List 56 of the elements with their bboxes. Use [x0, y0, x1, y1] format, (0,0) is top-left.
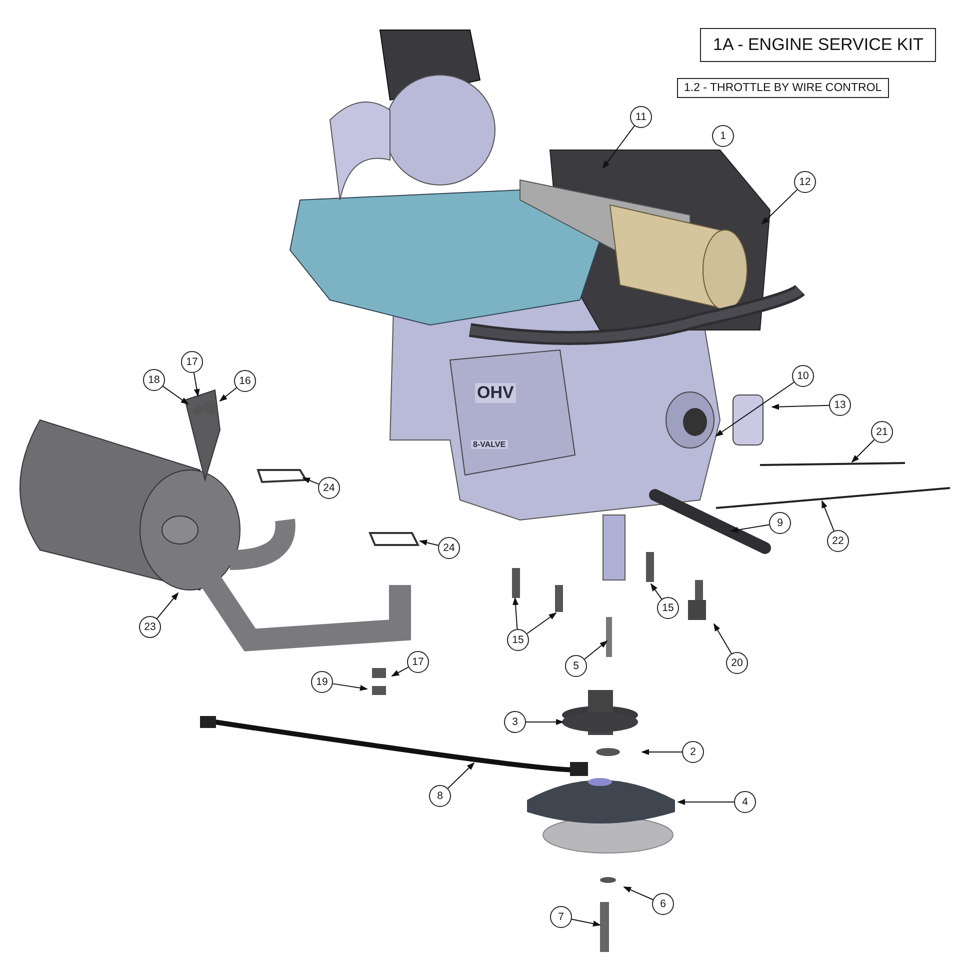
callout-number: 3	[504, 711, 526, 733]
callout-number: 4	[734, 791, 756, 813]
callout-number: 6	[652, 893, 674, 915]
callout-number: 11	[630, 106, 652, 128]
title-box: 1A - ENGINE SERVICE KIT	[700, 28, 936, 62]
callout-number: 24	[318, 477, 340, 499]
leader-line	[602, 125, 635, 169]
leader-line	[730, 524, 770, 533]
leader-line	[761, 189, 798, 225]
leader-line	[332, 683, 368, 691]
callout-number: 15	[657, 597, 679, 619]
callout-number: 22	[827, 530, 849, 552]
leader-line	[714, 623, 732, 654]
callout-number: 18	[143, 369, 165, 391]
leader-line	[526, 612, 557, 634]
callout-number: 19	[311, 671, 333, 693]
leader-line	[419, 540, 439, 546]
leader-line	[193, 372, 200, 397]
leader-line	[584, 640, 608, 660]
callout-number: 16	[234, 370, 256, 392]
callout-number: 8	[429, 785, 451, 807]
callout-number: 2	[682, 741, 704, 763]
callout-number: 24	[438, 537, 460, 559]
callout-number: 9	[769, 512, 791, 534]
leader-line	[650, 583, 662, 600]
callout-number: 5	[565, 655, 587, 677]
leader-line	[851, 439, 875, 463]
callout-number: 23	[139, 616, 161, 638]
engine-stamp-text: 8-VALVE	[471, 440, 508, 449]
callout-number: 1	[712, 125, 734, 147]
callout-number: 10	[792, 365, 814, 387]
leader-line	[302, 478, 320, 485]
callout-number: 12	[794, 171, 816, 193]
leader-line	[571, 918, 601, 927]
leader-line	[771, 404, 830, 410]
callout-number: 17	[407, 651, 429, 673]
leader-line	[715, 382, 794, 437]
title-box: 1.2 - THROTTLE BY WIRE CONTROL	[677, 78, 889, 98]
callout-number: 17	[181, 351, 203, 373]
leader-line	[512, 597, 518, 630]
leader-line	[623, 886, 654, 900]
leader-line	[526, 719, 564, 725]
callout-number: 20	[726, 652, 748, 674]
callout-number: 15	[507, 629, 529, 651]
leader-line	[391, 666, 409, 676]
leader-line	[822, 500, 834, 532]
engine-stamp-text: OHV	[475, 383, 516, 403]
leader-line	[219, 387, 237, 402]
leader-line	[156, 592, 179, 619]
callout-number: 13	[829, 394, 851, 416]
callout-number: 7	[550, 906, 572, 928]
leader-line	[162, 386, 189, 405]
leader-line	[447, 762, 475, 789]
callout-number: 21	[871, 421, 893, 443]
leader-line	[677, 799, 734, 805]
leader-line	[641, 749, 682, 755]
